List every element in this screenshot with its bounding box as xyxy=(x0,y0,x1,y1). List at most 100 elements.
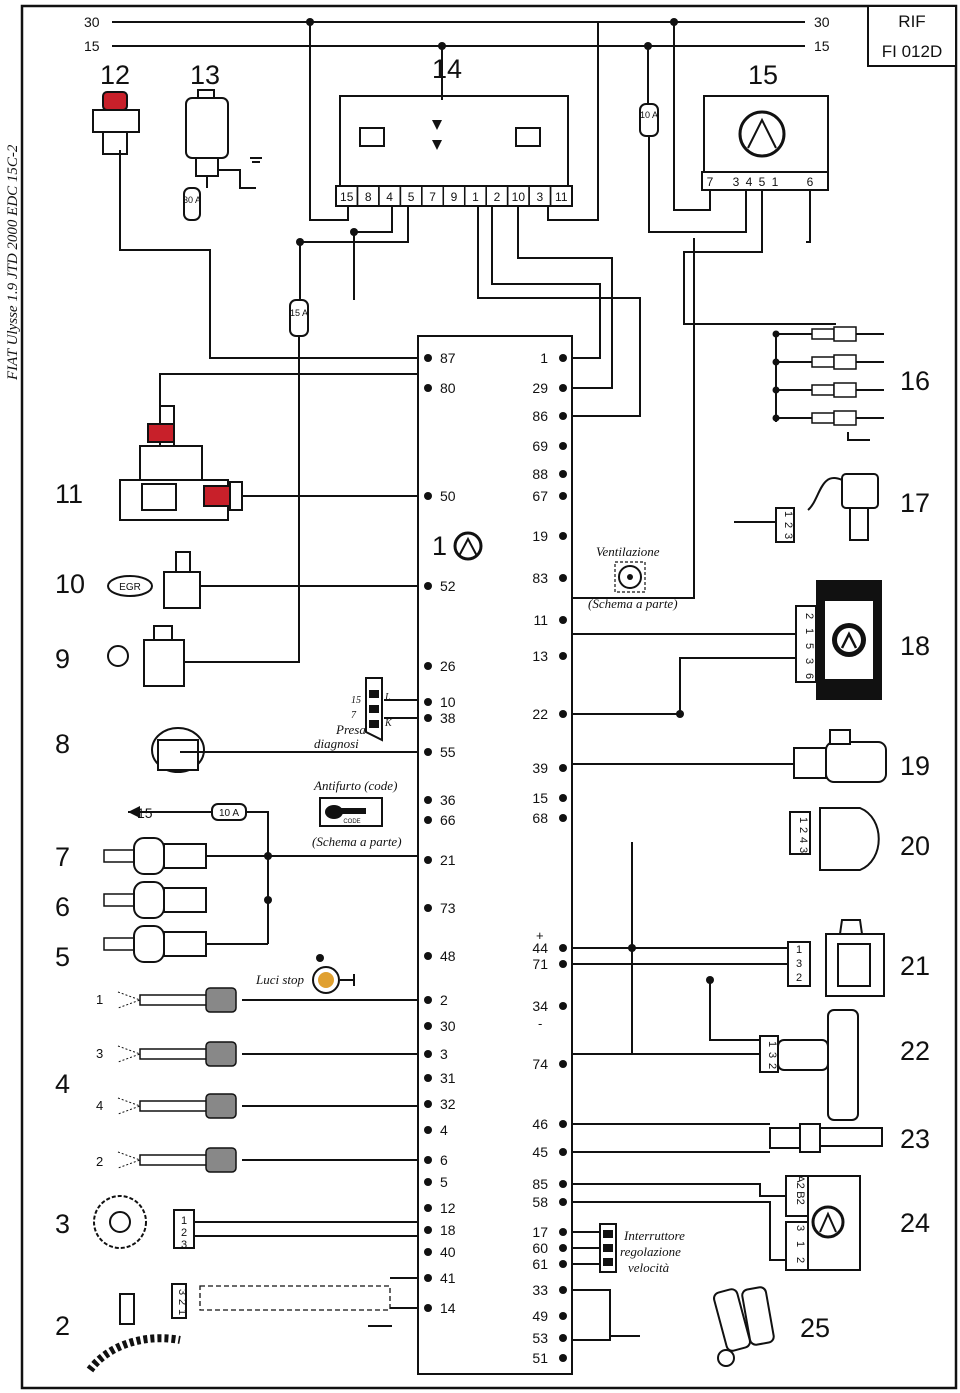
ecu-right-pin-label: 71 xyxy=(532,956,548,972)
sensor-pin-label: 1 xyxy=(782,511,794,517)
fuse-15-top xyxy=(639,103,659,137)
ecu-left-pin-label: 18 xyxy=(440,1222,456,1238)
ecu-right-pin-dot xyxy=(559,1002,567,1010)
ecu-right-pin-label: 83 xyxy=(532,570,548,586)
ecu-right-pin-dot xyxy=(559,470,567,478)
ecu-left-pin-dot xyxy=(424,996,432,1004)
pedal-switches xyxy=(103,837,207,963)
ecu-left-pin-label: 41 xyxy=(440,1270,456,1286)
component-number-7: 7 xyxy=(55,842,70,872)
luci-stop-label: Luci stop xyxy=(255,972,305,987)
ecu-right-pin-label: 88 xyxy=(532,466,548,482)
ecu-left-pin-dot xyxy=(424,1100,432,1108)
ecu-left-pin-dot xyxy=(424,1050,432,1058)
valve-8 xyxy=(151,727,205,773)
ecu-right-pins: 1298669886719831113223915684471347446458… xyxy=(532,350,567,1366)
ecu-left-pin-dot xyxy=(424,952,432,960)
component-number-17: 17 xyxy=(900,488,930,518)
component-number-11: 11 xyxy=(55,479,83,509)
fuse-13-label: 30 A xyxy=(183,195,201,205)
component-number-22: 22 xyxy=(900,1036,930,1066)
ecu-left-pin-dot xyxy=(424,796,432,804)
relay-pin-label: 11 xyxy=(555,190,568,204)
ecu-right-pin-label: 58 xyxy=(532,1194,548,1210)
ecu-right-pin-dot xyxy=(559,1180,567,1188)
component-number-13: 13 xyxy=(190,60,220,90)
doc-code-line1: RIF xyxy=(898,12,925,31)
relay-pin-label: 2 xyxy=(494,190,501,204)
relay-pin-label: 9 xyxy=(451,190,458,204)
fuse-mid xyxy=(289,299,309,337)
speed-switch xyxy=(599,1223,617,1273)
ecu-right-pin-dot xyxy=(559,1286,567,1294)
sensor-23 xyxy=(769,1123,883,1153)
ecu-right-pin-dot xyxy=(559,1334,567,1342)
pedal-sensor-20 xyxy=(789,807,880,871)
injector-4-label: 4 xyxy=(96,1098,103,1113)
ecu-left-pin-dot xyxy=(424,492,432,500)
component-number-20: 20 xyxy=(900,831,930,861)
ecu-right-pin-label: 1 xyxy=(540,350,548,366)
ecu-right-pin-label: 67 xyxy=(532,488,548,504)
sensor-pin-label: 1 xyxy=(796,944,802,956)
relay-14 xyxy=(335,95,573,207)
relay-pin-label: 8 xyxy=(365,190,372,204)
gauge-15-pin-label: 6 xyxy=(807,175,814,189)
gauge-15-pin-label: 7 xyxy=(707,175,714,189)
ecu-right-pin-dot xyxy=(559,1148,567,1156)
ecu-left-pin-dot xyxy=(424,1022,432,1030)
sensor-pin-label: 3 xyxy=(794,1225,806,1231)
egr-label: EGR xyxy=(119,582,141,593)
ecu-right-pin-dot xyxy=(559,1060,567,1068)
injection-pump-11 xyxy=(119,405,243,521)
ecu-left-pin-label: 4 xyxy=(440,1122,448,1138)
sensor-pin-label: 6 xyxy=(803,673,815,679)
cam-sensor-3 xyxy=(93,1195,195,1249)
diag-K-label: K xyxy=(384,718,393,729)
component-number-14: 14 xyxy=(432,54,462,84)
rail-30-left-label: 30 xyxy=(84,14,100,30)
ecu-right-pin-dot xyxy=(559,960,567,968)
ecu-left-pin-dot xyxy=(424,714,432,722)
ecu-right-pin-label: 22 xyxy=(532,706,548,722)
sensor-pin-label: 1 xyxy=(803,628,815,634)
sensor-pin-label: 2 xyxy=(176,1299,188,1305)
ecu-right-pin-dot xyxy=(559,814,567,822)
ecu-left-pin-label: 30 xyxy=(440,1018,456,1034)
ventilation-label: Ventilazione xyxy=(596,544,660,559)
ecu-right-pin-dot xyxy=(559,710,567,718)
plus-label: + xyxy=(536,928,544,943)
ecu-left-pin-label: 55 xyxy=(440,744,456,760)
ecu-right-pin-label: 74 xyxy=(532,1056,548,1072)
gauge-15 xyxy=(701,95,829,191)
fuse-mid-label: 15 A xyxy=(290,308,308,318)
gauge-15-pin-label: 5 xyxy=(759,175,766,189)
presa-label: Presa xyxy=(335,722,366,737)
code-label: CODE xyxy=(343,819,360,825)
ecu-right-pin-label: 60 xyxy=(532,1240,548,1256)
ecu-right-pin-label: 29 xyxy=(532,380,548,396)
ecu-right-pin-dot xyxy=(559,1312,567,1320)
ecu-right-pin-label: 11 xyxy=(533,612,548,628)
injector-2-label: 2 xyxy=(96,1154,103,1169)
injector-1-label: 1 xyxy=(96,992,103,1007)
ecu-left-pin-label: 6 xyxy=(440,1152,448,1168)
ecu-right-pin-label: 13 xyxy=(532,648,548,664)
sensor-pin-label: 1 xyxy=(766,1041,778,1047)
ecu-symbol xyxy=(453,531,483,561)
ecu-left-pin-label: 31 xyxy=(440,1070,456,1086)
sensor-pin-label: 3 xyxy=(803,658,815,664)
sensor-pin-label: 3 xyxy=(176,1289,188,1295)
ecu-right-pin-dot xyxy=(559,1120,567,1128)
component-number-8: 8 xyxy=(55,729,70,759)
ecu-left-pin-dot xyxy=(424,1156,432,1164)
brake-lamp-icon xyxy=(312,966,340,994)
ecu-right-pin-dot xyxy=(559,412,567,420)
sensor-pin-label: 2 xyxy=(181,1227,187,1239)
injectors-4 xyxy=(117,987,237,1173)
ecu-right-pin-dot xyxy=(559,764,567,772)
ecu-left-pin-dot xyxy=(424,748,432,756)
sensor-pin-label: 5 xyxy=(803,643,815,649)
sensor-19 xyxy=(793,729,887,783)
